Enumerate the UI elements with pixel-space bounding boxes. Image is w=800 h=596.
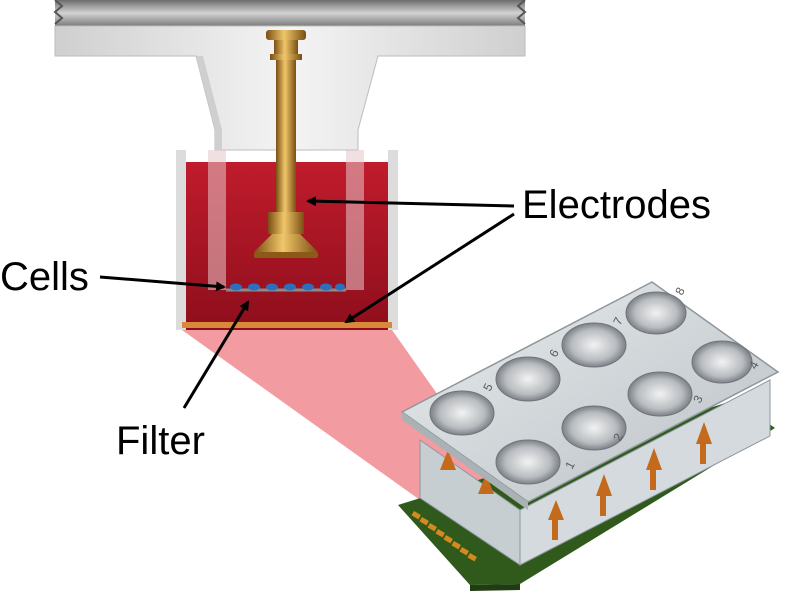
well-5 xyxy=(430,391,494,435)
well-number-8: 8 xyxy=(672,285,688,298)
bottom-electrode xyxy=(182,322,392,328)
well-8 xyxy=(626,292,686,334)
label-filter: Filter xyxy=(116,419,205,463)
frame-right-column xyxy=(388,150,398,330)
well-4 xyxy=(692,341,752,383)
label-cells: Cells xyxy=(0,255,89,299)
well-7 xyxy=(562,323,626,367)
well-2 xyxy=(562,406,626,450)
well-3 xyxy=(628,372,692,416)
label-electrodes: Electrodes xyxy=(522,183,711,227)
insert-left-wall xyxy=(208,150,226,290)
holder-top-rail xyxy=(55,0,525,26)
insert-right-wall xyxy=(346,150,364,290)
frame-left-column xyxy=(176,150,186,330)
well-1 xyxy=(496,440,560,484)
electrode-array-device: 5 6 7 8 1 2 3 4 xyxy=(398,282,778,591)
well-6 xyxy=(496,357,560,401)
